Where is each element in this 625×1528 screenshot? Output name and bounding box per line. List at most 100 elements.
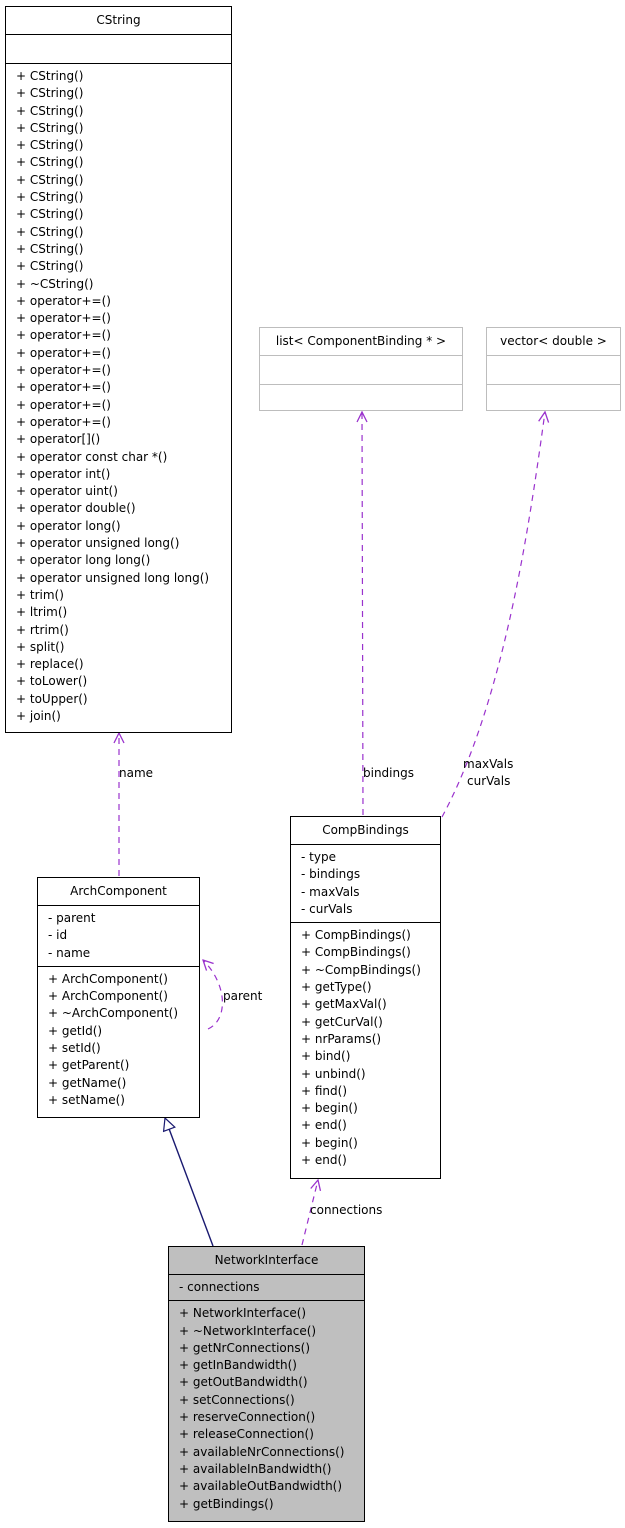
member-line: + getNrConnections() bbox=[179, 1340, 310, 1355]
member-line: - maxVals bbox=[301, 884, 360, 899]
member-line: + setName() bbox=[48, 1092, 125, 1107]
class-cstring[interactable]: CString + CString() + CString() + CString(… bbox=[5, 6, 232, 733]
attribute-section bbox=[6, 35, 231, 63]
member-line: + find() bbox=[301, 1083, 348, 1098]
edge-label-bindings: bindings bbox=[363, 766, 414, 780]
member-line: + CString() bbox=[16, 69, 84, 83]
edge-bindings bbox=[362, 412, 363, 816]
member-line: + split() bbox=[16, 639, 65, 654]
member-line: + operator+=() bbox=[16, 363, 111, 378]
member-line: + ~CString() bbox=[16, 276, 94, 291]
class-comp-bindings[interactable]: CompBindings - type- bindings- maxVals- … bbox=[290, 816, 441, 1179]
member-line: + CString() bbox=[16, 155, 84, 170]
member-line: + reserveConnection() bbox=[179, 1410, 316, 1425]
member-line: - curVals bbox=[301, 901, 353, 916]
member-line: - id bbox=[48, 928, 68, 943]
class-title: vector< double > bbox=[487, 328, 620, 356]
member-line: - type bbox=[301, 850, 336, 864]
member-line: + ~NetworkInterface() bbox=[179, 1323, 317, 1338]
member-line: + getMaxVal() bbox=[301, 997, 387, 1012]
member-line: + CString() bbox=[16, 207, 84, 222]
attribute-section bbox=[260, 356, 462, 384]
member-line: + operator long() bbox=[16, 518, 121, 533]
member-line: + CString() bbox=[16, 103, 84, 118]
member-line: + nrParams() bbox=[301, 1031, 382, 1046]
edge-connections bbox=[301, 1180, 318, 1246]
member-line: + availableOutBandwidth() bbox=[179, 1479, 343, 1494]
member-line: + ltrim() bbox=[16, 605, 68, 620]
class-list-component-binding[interactable]: list< ComponentBinding * > bbox=[259, 327, 463, 411]
member-line: + getId() bbox=[48, 1023, 103, 1038]
member-line: + rtrim() bbox=[16, 622, 69, 637]
member-line: + operator+=() bbox=[16, 414, 111, 429]
class-title: ArchComponent bbox=[38, 878, 199, 906]
edge-label-connections: connections bbox=[310, 1203, 383, 1217]
member-line: + availableInBandwidth() bbox=[179, 1461, 332, 1476]
member-line: + ArchComponent() bbox=[48, 971, 168, 986]
member-line: + operator const char *() bbox=[16, 449, 168, 464]
member-line: + trim() bbox=[16, 587, 64, 602]
member-line: + getCurVal() bbox=[301, 1014, 383, 1029]
class-vector-double[interactable]: vector< double > bbox=[486, 327, 621, 411]
member-line: + CString() bbox=[16, 172, 84, 187]
member-line: + ArchComponent() bbox=[48, 989, 168, 1004]
attribute-section: - connections bbox=[169, 1275, 364, 1300]
class-arch-component[interactable]: ArchComponent - parent - id - name + ArchC… bbox=[37, 877, 200, 1118]
operation-section: + ArchComponent()+ ArchComponent()+ ~Arc… bbox=[38, 965, 199, 1113]
member-line: + getName() bbox=[48, 1075, 127, 1090]
member-line: + releaseConnection() bbox=[179, 1427, 314, 1442]
member-line: + operator uint() bbox=[16, 484, 118, 499]
member-line: + toLower() bbox=[16, 674, 88, 689]
member-line: + getBindings() bbox=[179, 1496, 274, 1511]
member-line: + operator int() bbox=[16, 466, 111, 481]
member-line: + operator+=() bbox=[16, 380, 111, 395]
member-line: + CString() bbox=[16, 138, 84, 153]
edge-maxvals-curvals bbox=[441, 412, 545, 818]
member-line: + getType() bbox=[301, 980, 372, 995]
member-line: + operator double() bbox=[16, 501, 136, 516]
class-title: list< ComponentBinding * > bbox=[260, 328, 462, 356]
member-line: + setId() bbox=[48, 1041, 101, 1056]
member-line: + begin() bbox=[301, 1135, 358, 1150]
member-line: + begin() bbox=[301, 1101, 358, 1116]
member-line: + CString() bbox=[16, 86, 84, 101]
member-line: + operator unsigned long long() bbox=[16, 570, 210, 585]
member-line: + join() bbox=[16, 708, 61, 723]
member-line: + operator+=() bbox=[16, 345, 111, 360]
member-line: + NetworkInterface() bbox=[179, 1306, 307, 1321]
member-line: - bindings bbox=[301, 867, 361, 882]
member-line: - parent bbox=[48, 911, 96, 925]
member-line: + operator+=() bbox=[16, 293, 111, 308]
member-line: + setConnections() bbox=[179, 1392, 295, 1407]
edge-label-name: name bbox=[119, 766, 154, 780]
member-line: - name bbox=[48, 945, 91, 960]
member-line: - connections bbox=[179, 1280, 260, 1294]
attribute-section: - type - bindings - maxVals - curVals bbox=[291, 845, 440, 922]
class-title: CString bbox=[6, 7, 231, 35]
edge-label-parent: parent bbox=[223, 989, 263, 1003]
member-line: + CString() bbox=[16, 190, 84, 205]
member-line: + getParent() bbox=[48, 1058, 130, 1073]
operation-section: + NetworkInterface() + ~NetworkInterface(… bbox=[169, 1300, 364, 1517]
edge-label-curvals: curVals bbox=[467, 774, 511, 788]
member-line: + operator long long() bbox=[16, 553, 151, 568]
class-title: CompBindings bbox=[291, 817, 440, 845]
member-line: + availableNrConnections() bbox=[179, 1444, 345, 1459]
member-line: + CString() bbox=[16, 241, 84, 256]
member-line: + operator+=() bbox=[16, 397, 111, 412]
member-line: + CString() bbox=[16, 224, 84, 239]
member-line: + operator+=() bbox=[16, 328, 111, 343]
member-line: + replace() bbox=[16, 657, 84, 672]
edge-label-maxvals: maxVals bbox=[463, 757, 514, 771]
attribute-section: - parent - id - name bbox=[38, 906, 199, 966]
operation-section: + CompBindings()+ CompBindings()+ ~CompB… bbox=[291, 922, 440, 1173]
member-line: + CString() bbox=[16, 120, 84, 135]
member-line: + operator+=() bbox=[16, 311, 111, 326]
member-line: + CompBindings() bbox=[301, 928, 411, 943]
class-network-interface[interactable]: NetworkInterface - connections + Network… bbox=[168, 1246, 365, 1522]
member-line: + bind() bbox=[301, 1049, 351, 1064]
member-line: + unbind() bbox=[301, 1066, 366, 1081]
member-line: + toUpper() bbox=[16, 691, 88, 706]
member-line: + ~CompBindings() bbox=[301, 962, 421, 977]
